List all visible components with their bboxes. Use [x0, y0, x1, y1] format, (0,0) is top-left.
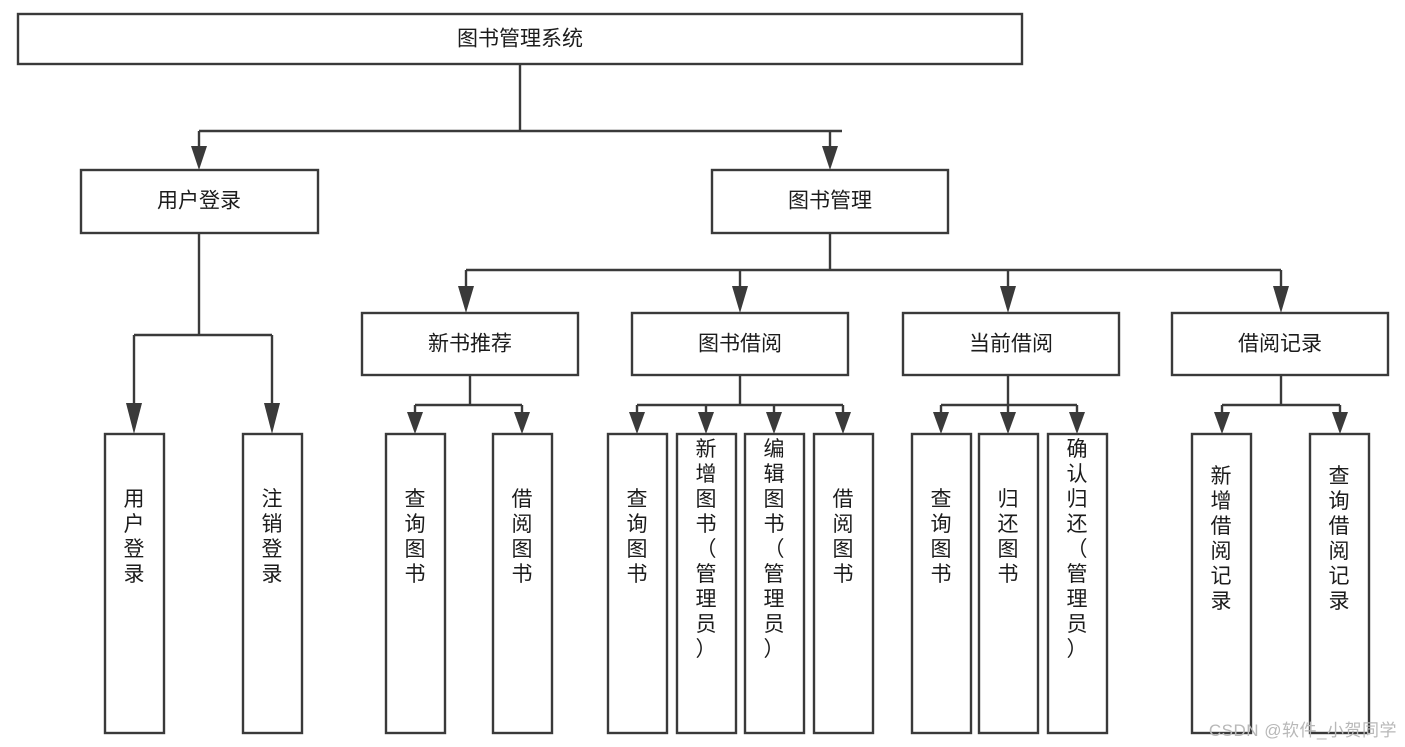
node-books-management[interactable]: 图书管理 — [710, 168, 950, 235]
node-books-management-label: 图书管理 — [788, 190, 872, 213]
node-root-box[interactable] — [16, 12, 1024, 66]
leaf-add-book-label: 新增图书（管理员） — [696, 438, 717, 661]
connector-currentborrow-to-leaves — [933, 375, 1085, 434]
node-borrow-record-label: 借阅记录 — [1238, 333, 1322, 356]
node-new-book-recommend-label: 新书推荐 — [428, 333, 512, 356]
leaf-node[interactable]: 查询图书 — [384, 432, 447, 735]
connector-booksmgmt-to-level3 — [458, 233, 1289, 313]
leaf-return-book-box[interactable] — [977, 432, 1040, 735]
leaf-confirm-return-box[interactable] — [1046, 432, 1109, 735]
leaf-node[interactable]: 借阅图书 — [812, 432, 875, 735]
leaf-node[interactable]: 编辑图书（管理员） — [743, 432, 806, 735]
leaf-node[interactable]: 确认归还（管理员） — [1046, 432, 1109, 735]
leaf-confirm-return-label: 确认归还（管理员） — [1067, 438, 1088, 661]
node-current-borrow[interactable]: 当前借阅 — [901, 311, 1121, 377]
leaf-node[interactable]: 新增图书（管理员） — [675, 432, 738, 735]
node-book-borrow-box[interactable] — [630, 311, 850, 377]
leaf-borrow-book-2-label: 借阅图书 — [833, 488, 854, 586]
node-current-borrow-box[interactable] — [901, 311, 1121, 377]
leaf-user-login-label: 用户登录 — [124, 488, 145, 586]
leaf-add-record-label: 新增借阅记录 — [1211, 465, 1232, 613]
leaf-query-book-1-box[interactable] — [384, 432, 447, 735]
leaf-node[interactable]: 查询图书 — [606, 432, 669, 735]
csdn-watermark: CSDN @软件_小贺同学 — [1208, 721, 1397, 740]
leaf-node[interactable]: 新增借阅记录 — [1190, 432, 1253, 735]
leaf-borrow-book-1-box[interactable] — [491, 432, 554, 735]
leaf-node[interactable]: 查询图书 — [910, 432, 973, 735]
node-book-borrow[interactable]: 图书借阅 — [630, 311, 850, 377]
node-new-book-recommend[interactable]: 新书推荐 — [360, 311, 580, 377]
connector-root-to-level2 — [191, 64, 842, 170]
node-borrow-record-box[interactable] — [1170, 311, 1390, 377]
connector-bookborrow-to-leaves — [629, 375, 851, 434]
node-root[interactable]: 图书管理系统 — [16, 12, 1024, 66]
leaf-query-record-label: 查询借阅记录 — [1329, 465, 1350, 613]
leaf-logout-label: 注销登录 — [262, 488, 283, 586]
leaf-node[interactable]: 借阅图书 — [491, 432, 554, 735]
leaf-query-book-2-label: 查询图书 — [627, 488, 648, 586]
leaf-add-record-box[interactable] — [1190, 432, 1253, 735]
leaf-return-book-label: 归还图书 — [998, 488, 1019, 586]
leaf-borrow-book-1-label: 借阅图书 — [512, 488, 533, 586]
connector-borrowrecord-to-leaves — [1214, 375, 1348, 434]
leaf-edit-book-box[interactable] — [743, 432, 806, 735]
node-current-borrow-label: 当前借阅 — [969, 333, 1053, 356]
node-root-label: 图书管理系统 — [457, 28, 583, 51]
leaf-user-login-box[interactable] — [103, 432, 166, 735]
leaf-query-book-3-box[interactable] — [910, 432, 973, 735]
node-books-management-box[interactable] — [710, 168, 950, 235]
leaf-add-book-box[interactable] — [675, 432, 738, 735]
node-borrow-record[interactable]: 借阅记录 — [1170, 311, 1390, 377]
leaf-borrow-book-2-box[interactable] — [812, 432, 875, 735]
node-user-login[interactable]: 用户登录 — [79, 168, 320, 235]
leaf-query-book-1-label: 查询图书 — [405, 488, 426, 586]
connector-userlogin-to-leaves — [126, 233, 280, 434]
leaf-query-record-box[interactable] — [1308, 432, 1371, 735]
leaf-query-book-3-label: 查询图书 — [931, 488, 952, 586]
leaf-node[interactable]: 注销登录 — [241, 432, 304, 735]
leaf-query-book-2-box[interactable] — [606, 432, 669, 735]
connector-newbook-to-leaves — [407, 375, 530, 434]
leaf-logout-box[interactable] — [241, 432, 304, 735]
leaf-node[interactable]: 查询借阅记录 — [1308, 432, 1371, 735]
node-book-borrow-label: 图书借阅 — [698, 333, 782, 356]
node-user-login-box[interactable] — [79, 168, 320, 235]
leaf-node[interactable]: 用户登录 — [103, 432, 166, 735]
leaf-edit-book-label: 编辑图书（管理员） — [764, 438, 785, 661]
node-user-login-label: 用户登录 — [157, 190, 241, 213]
leaf-node[interactable]: 归还图书 — [977, 432, 1040, 735]
node-new-book-recommend-box[interactable] — [360, 311, 580, 377]
